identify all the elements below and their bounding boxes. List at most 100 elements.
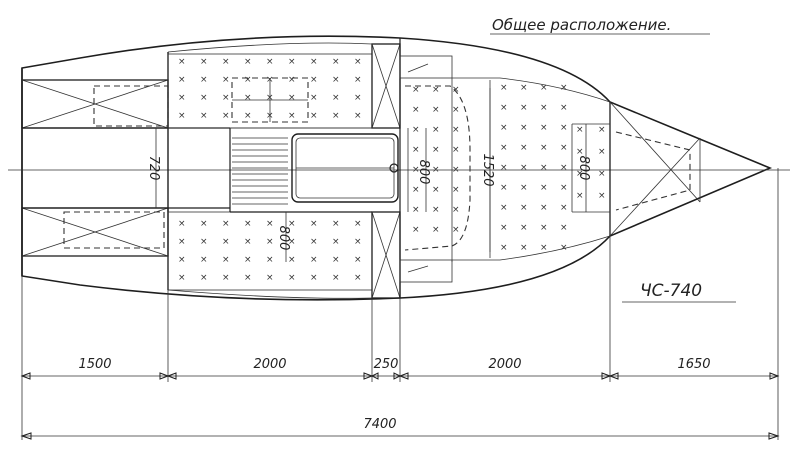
cushion-mark: × xyxy=(540,243,548,253)
cushion-mark: × xyxy=(244,75,252,85)
cushion-mark: × xyxy=(560,243,568,253)
cushion-mark: × xyxy=(244,273,252,283)
cushion-mark: × xyxy=(222,75,230,85)
cushion-mark: × xyxy=(200,57,208,67)
dim-cockpit-width: 720 xyxy=(146,156,161,181)
cushion-mark: × xyxy=(432,205,440,215)
cushion-mark: × xyxy=(266,255,274,265)
cushion-mark: × xyxy=(432,125,440,135)
cushion-mark: × xyxy=(432,225,440,235)
cushion-mark: × xyxy=(200,237,208,247)
cushion-mark: × xyxy=(266,219,274,229)
cushion-mark: × xyxy=(310,237,318,247)
cushion-mark: × xyxy=(598,169,606,179)
cushion-mark: × xyxy=(412,105,420,115)
cushion-mark: × xyxy=(178,111,186,121)
cushion-mark: × xyxy=(412,165,420,175)
cushion-mark: × xyxy=(332,237,340,247)
cushion-mark: × xyxy=(452,125,460,135)
cushion-mark: × xyxy=(432,105,440,115)
cushion-mark: × xyxy=(540,223,548,233)
cushion-mark: × xyxy=(560,223,568,233)
cushion-mark: × xyxy=(540,83,548,93)
cushion-mark: × xyxy=(452,205,460,215)
cushion-mark: × xyxy=(310,57,318,67)
cushion-mark: × xyxy=(560,83,568,93)
cushion-mark: × xyxy=(244,111,252,121)
section-dimension-line: 1500 2000 250 2000 1650 xyxy=(20,357,780,380)
cushion-mark: × xyxy=(310,273,318,283)
cushion-mark: × xyxy=(540,143,548,153)
cushion-mark: × xyxy=(500,203,508,213)
cushion-mark: × xyxy=(354,111,362,121)
cushion-mark: × xyxy=(432,185,440,195)
cushion-mark: × xyxy=(244,255,252,265)
extension-lines xyxy=(21,168,779,440)
cushion-mark: × xyxy=(178,57,186,67)
cushion-mark: × xyxy=(200,111,208,121)
cushion-mark: × xyxy=(222,93,230,103)
cushion-mark: × xyxy=(200,219,208,229)
forepeak xyxy=(571,101,701,237)
cushion-mark: × xyxy=(200,75,208,85)
cushion-mark: × xyxy=(288,237,296,247)
cushion-mark: × xyxy=(500,103,508,113)
cushion-mark: × xyxy=(178,93,186,103)
cushion-mark: × xyxy=(178,237,186,247)
mast-bulkhead xyxy=(371,43,401,299)
cushion-mark: × xyxy=(576,169,584,179)
cushion-mark: × xyxy=(560,123,568,133)
cushion-mark: × xyxy=(354,93,362,103)
cushion-mark: × xyxy=(354,57,362,67)
cushion-mark: × xyxy=(520,243,528,253)
drawing-title: Общее расположение. xyxy=(492,16,671,34)
cushion-mark: × xyxy=(432,165,440,175)
cushion-mark: × xyxy=(244,57,252,67)
cushion-mark: × xyxy=(500,143,508,153)
cushion-mark: × xyxy=(222,273,230,283)
cushion-mark: × xyxy=(266,57,274,67)
cushion-mark: × xyxy=(332,75,340,85)
cushion-mark: × xyxy=(288,219,296,229)
cushion-mark: × xyxy=(452,145,460,155)
cushion-mark: × xyxy=(540,103,548,113)
companionway-steps xyxy=(232,137,288,205)
cushion-mark: × xyxy=(178,273,186,283)
cushion-mark: × xyxy=(412,125,420,135)
cushion-mark: × xyxy=(520,83,528,93)
cushion-mark: × xyxy=(310,255,318,265)
cushion-mark: × xyxy=(540,203,548,213)
cushion-mark: × xyxy=(560,203,568,213)
cushion-mark: × xyxy=(452,225,460,235)
cushion-mark: × xyxy=(576,147,584,157)
cushion-mark: × xyxy=(266,93,274,103)
dim-berth-width-lower: 800 xyxy=(276,226,291,251)
cushion-mark: × xyxy=(500,183,508,193)
dim-section-saloon: 2000 xyxy=(488,357,521,372)
cushion-mark: × xyxy=(354,75,362,85)
cushion-mark: × xyxy=(222,237,230,247)
cushion-mark: × xyxy=(178,75,186,85)
cushion-mark: × xyxy=(266,111,274,121)
cushion-mark: × xyxy=(288,75,296,85)
dim-section-forepeak: 1650 xyxy=(677,357,710,372)
cushion-mark: × xyxy=(432,85,440,95)
dim-section-mast: 250 xyxy=(374,357,399,372)
cushion-mark: × xyxy=(332,111,340,121)
cushion-mark: × xyxy=(598,191,606,201)
cushion-mark: × xyxy=(576,125,584,135)
cushion-mark: × xyxy=(598,147,606,157)
cushion-mark: × xyxy=(432,145,440,155)
cushion-mark: × xyxy=(266,273,274,283)
cushion-mark: × xyxy=(222,57,230,67)
cushion-mark: × xyxy=(354,237,362,247)
cushion-mark: × xyxy=(500,83,508,93)
cushion-mark: × xyxy=(520,223,528,233)
cushion-mark: × xyxy=(288,273,296,283)
cushion-mark: × xyxy=(452,165,460,175)
cushion-mark: × xyxy=(178,255,186,265)
cushion-mark: × xyxy=(452,185,460,195)
cushion-mark: × xyxy=(200,273,208,283)
cushion-mark: × xyxy=(500,123,508,133)
